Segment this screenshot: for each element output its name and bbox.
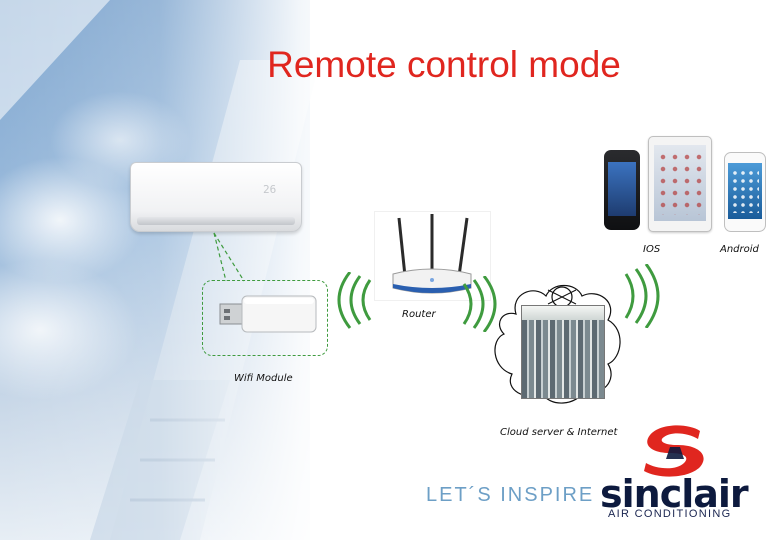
server-room-image [521, 305, 605, 399]
router-icon [392, 214, 472, 294]
cloud-server-label: Cloud server & Internet [500, 427, 618, 438]
ipad-screen [654, 145, 706, 221]
ios-label: IOS [643, 244, 661, 255]
iphone-screen [608, 162, 636, 216]
ipad-image [648, 136, 712, 232]
router-label: Router [402, 309, 436, 320]
brand-tagline: LET´S INSPIRE [426, 484, 595, 506]
iphone-image [604, 150, 640, 230]
usb-dongle-image [219, 295, 317, 333]
air-conditioner-unit: 26 [130, 162, 302, 232]
ac-vent [137, 217, 295, 225]
android-screen [728, 163, 762, 219]
wifi-module-frame [202, 280, 328, 356]
brand-name: sinclair [600, 472, 749, 516]
wifi-waves-cloud-phone [624, 264, 660, 328]
wifi-waves-router-cloud [462, 276, 497, 332]
sinclair-logo-icon [644, 425, 704, 477]
wifi-waves-module-router [337, 272, 372, 329]
android-phone-image [724, 152, 766, 232]
wifi-module-label: Wifi Module [234, 373, 293, 384]
slide-title: Remote control mode [267, 44, 621, 85]
ac-temperature-display: 26 [263, 183, 277, 196]
android-label: Android [720, 244, 759, 255]
brand-subtitle: AIR CONDITIONING [608, 508, 732, 520]
